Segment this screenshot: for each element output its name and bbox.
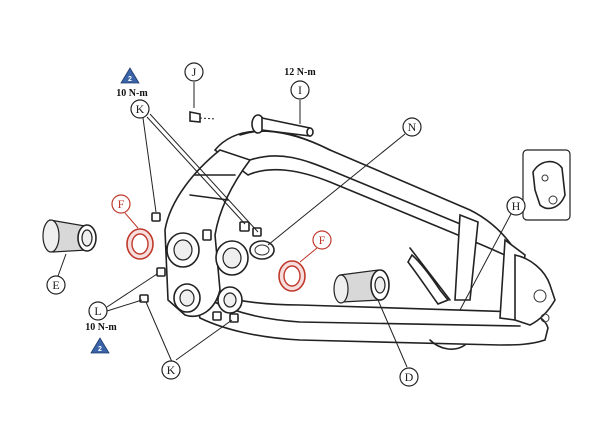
callout-k-top: K	[130, 99, 150, 119]
callout-f-left: F	[111, 194, 131, 214]
svg-text:F: F	[319, 233, 326, 247]
badge-top-number: 2	[128, 76, 132, 83]
inset-dropout-detail	[522, 149, 571, 221]
badge-bottom-number: 2	[98, 346, 102, 353]
part-j-bolt	[189, 111, 216, 123]
svg-text:N: N	[408, 120, 417, 134]
callout-n: N	[402, 117, 422, 137]
leader-lines	[57, 82, 513, 368]
part-f-seal-left	[126, 228, 154, 260]
svg-text:L: L	[94, 304, 101, 318]
torque-top-right: 12 N-m	[284, 67, 316, 78]
callout-l: L	[88, 301, 108, 321]
callout-f-right: F	[312, 230, 332, 250]
small-fasteners	[139, 212, 262, 323]
torque-bottom-left: 10 N-m	[85, 322, 117, 333]
svg-text:H: H	[512, 199, 521, 213]
callout-h: H	[506, 196, 526, 216]
part-n-bearing	[249, 240, 275, 260]
callout-j: J	[184, 62, 204, 82]
svg-text:K: K	[167, 363, 176, 377]
swingarm-frame	[164, 130, 556, 350]
svg-text:I: I	[298, 83, 302, 97]
part-i-bolt	[251, 114, 314, 137]
badge-bottom: 2	[90, 337, 110, 354]
svg-text:F: F	[118, 197, 125, 211]
callout-d: D	[399, 367, 419, 387]
pivot-bores	[166, 232, 249, 314]
torque-top-left: 10 N-m	[116, 88, 148, 99]
svg-text:K: K	[136, 102, 145, 116]
callout-i: I	[290, 80, 310, 100]
part-e-spacer	[42, 219, 97, 253]
svg-text:D: D	[405, 370, 414, 384]
part-d-sleeve	[333, 269, 390, 304]
svg-text:E: E	[52, 278, 59, 292]
callout-k-bottom: K	[161, 360, 181, 380]
callout-e: E	[46, 275, 66, 295]
part-f-seal-right	[278, 260, 306, 292]
badge-top: 2	[120, 67, 140, 84]
svg-text:J: J	[192, 65, 197, 79]
